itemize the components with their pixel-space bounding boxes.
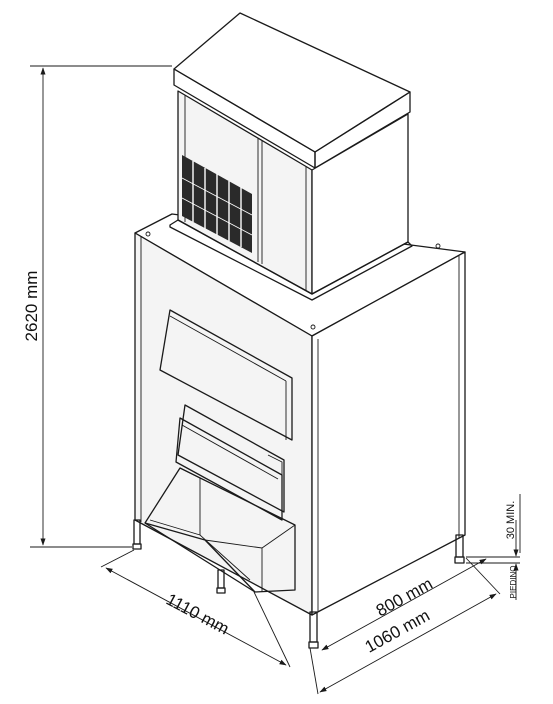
screw-icon: [310, 324, 316, 330]
screw-icon: [435, 243, 441, 249]
ice-maker-head: [169, 12, 413, 301]
head-lid-right-edge: [314, 91, 411, 169]
deflector-panel: [159, 309, 293, 441]
height-label: 2620 mm: [22, 271, 41, 342]
width-dimension-line: [105, 567, 287, 666]
bin-right-face: [311, 251, 466, 616]
condenser-grille: [181, 155, 253, 253]
leg-clearance-label: 30 MIN.: [505, 501, 517, 540]
leg-label: PIEDINO: [509, 566, 518, 599]
scoop-door: [175, 404, 285, 521]
width-label: 1110 mm: [163, 590, 232, 639]
depth-1060-dimension-line: [319, 593, 497, 693]
screw-icon: [145, 231, 151, 237]
dimension-lines: [30, 65, 521, 695]
